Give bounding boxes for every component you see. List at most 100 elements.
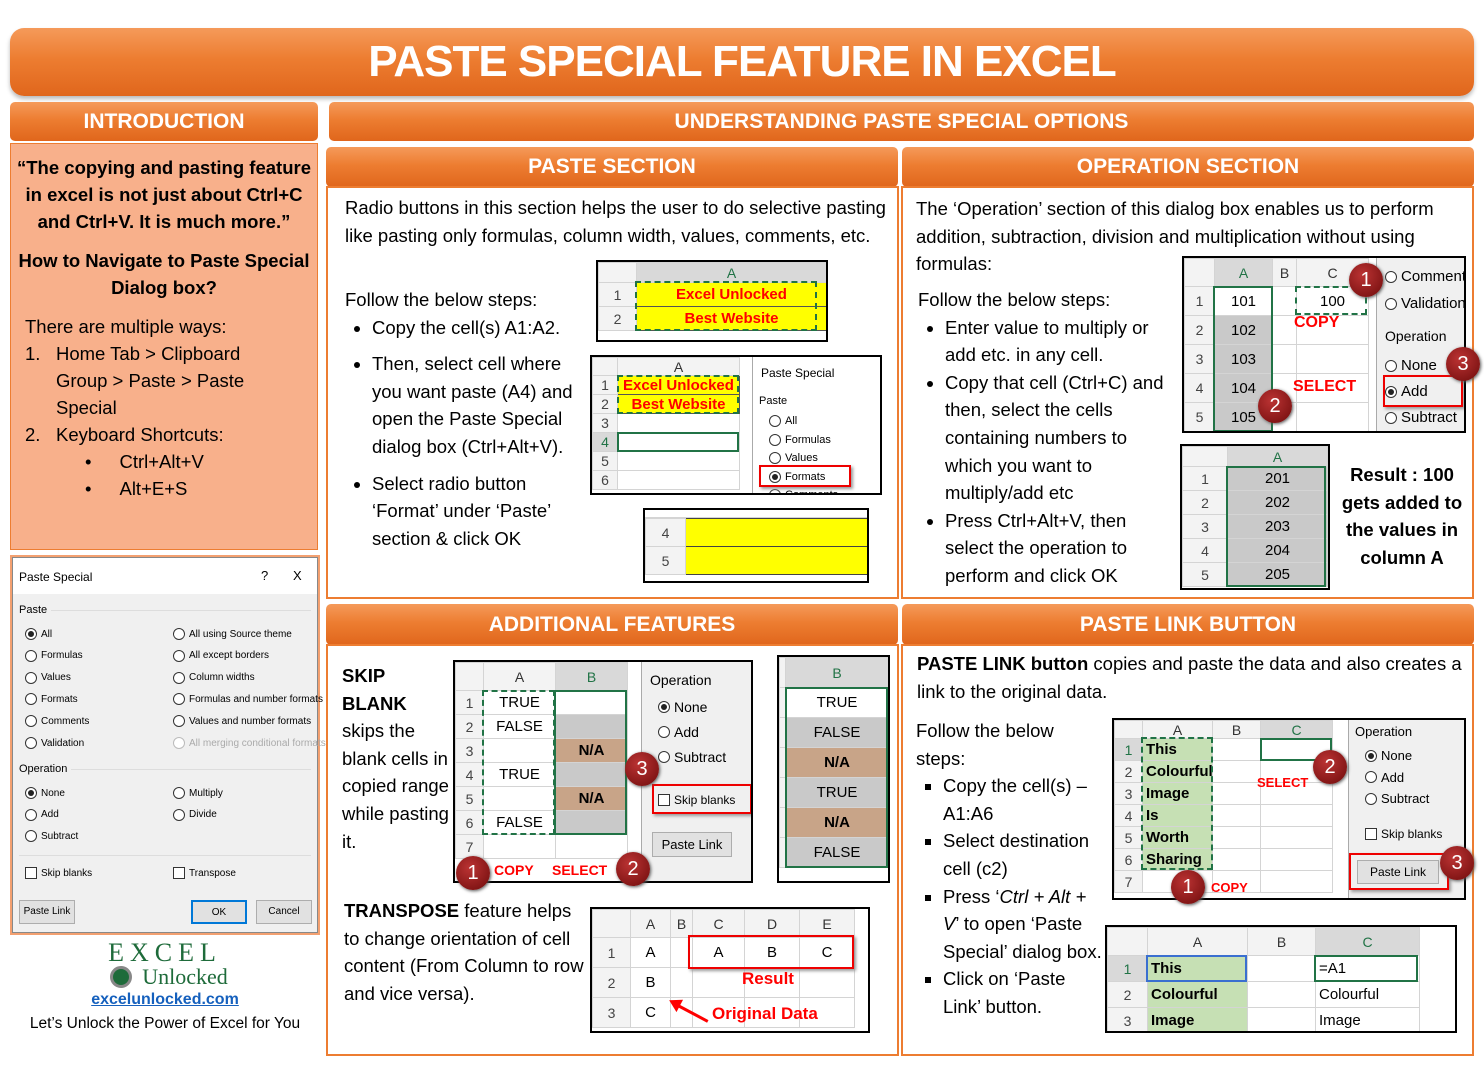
cell: [555, 714, 628, 739]
radio-formats: Formats: [25, 693, 78, 706]
cell: Best Website: [636, 306, 826, 331]
skip-blank-text: skips the blank cells in copied range wh…: [342, 720, 449, 852]
radio-button-icon: [1385, 270, 1397, 283]
row-header: 2: [1114, 760, 1143, 783]
sheet-row: FALSE: [779, 717, 888, 748]
radio-button-icon: [25, 808, 37, 821]
radio-comments: Comments: [25, 715, 89, 728]
cell: [1260, 826, 1333, 849]
cell: N/A: [555, 786, 628, 811]
sheet-row: FALSE: [779, 837, 888, 868]
radio-button-icon: [173, 715, 185, 728]
copy-label: COPY: [1211, 880, 1248, 895]
radio-divide: Divide: [173, 808, 217, 821]
cell: [1296, 402, 1369, 431]
row-header: 4: [592, 432, 618, 452]
column-header: C: [1315, 927, 1420, 956]
row-header: 1: [455, 690, 484, 715]
radio-multiply: Multiply: [173, 787, 223, 799]
cell: TRUE: [785, 777, 888, 808]
select-label: SELECT: [552, 862, 608, 878]
cell: [799, 967, 855, 998]
row-header: 2: [598, 306, 637, 331]
column-header: E: [799, 909, 855, 938]
radio-button-icon: [658, 701, 670, 713]
paste-steps: Follow the below steps: Copy the cell(s)…: [345, 286, 585, 552]
cell: Best Website: [617, 394, 740, 414]
cell: 205: [1227, 562, 1328, 587]
website-link[interactable]: excelunlocked.com: [91, 991, 239, 1008]
close-icon: X: [293, 568, 302, 583]
radio-button-icon: [173, 808, 185, 821]
step-item: Copy the cell(s) – A1:A6: [943, 772, 1102, 827]
cell: [483, 834, 556, 859]
understanding-header: UNDERSTANDING PASTE SPECIAL OPTIONS: [329, 102, 1474, 141]
paste-group-label: Paste: [759, 395, 788, 407]
copy-label: COPY: [494, 862, 534, 878]
cell: [1247, 955, 1316, 982]
step-item: Select destination cell (c2): [943, 827, 1102, 882]
cell: [1272, 344, 1297, 374]
radio-button-icon: [173, 737, 185, 749]
step-item: Click on ‘Paste Link’ button.: [943, 965, 1102, 1020]
select-all-corner: [1182, 446, 1228, 467]
operation-group-label: Operation: [19, 763, 68, 775]
step-badge: 3: [625, 752, 659, 786]
row-header: 6: [592, 470, 618, 490]
cell: FALSE: [785, 837, 888, 868]
cell: This: [1147, 955, 1248, 982]
cell: [555, 810, 628, 835]
cell: [555, 762, 628, 787]
cell: Is: [1142, 804, 1213, 827]
row-header: 4: [455, 762, 484, 787]
radio-add: Add: [658, 724, 699, 740]
operation-group-label: Operation: [1385, 328, 1447, 344]
cell: [1272, 315, 1297, 345]
radio-all-merging-conditional-formats: All merging conditional formats: [173, 737, 326, 749]
radio-button-icon: [769, 433, 781, 446]
select-all-corner: [1107, 927, 1148, 956]
radio-subtract: Subtract: [1365, 791, 1429, 806]
shortcut-item: Ctrl+Alt+V: [119, 451, 204, 472]
sheet-row: N/A: [779, 807, 888, 838]
cell: [1272, 286, 1297, 316]
radio-none: None: [1365, 748, 1412, 763]
help-icon: ?: [261, 568, 269, 583]
radio-button-icon: [173, 671, 185, 684]
radio-validation: Validation: [25, 737, 84, 749]
cell: Image: [1147, 1007, 1248, 1031]
cell: [685, 546, 867, 575]
cell: [799, 997, 855, 1028]
logo-line2: Unlocked: [142, 964, 228, 989]
skip-blanks-checkbox: Skip blanks: [1365, 827, 1442, 841]
transpose-text: feature helps to change orientation of c…: [344, 900, 584, 1004]
page-title: PASTE SPECIAL FEATURE IN EXCEL: [10, 28, 1474, 96]
cell: [617, 451, 740, 471]
cell: =A1: [1315, 955, 1420, 982]
column-header: C: [1260, 720, 1333, 739]
radio-formulas: Formulas: [769, 433, 831, 446]
cell: [1212, 782, 1261, 805]
radio-comments: Comments: [769, 489, 838, 493]
step-item: Press Ctrl+Alt+V, then select the operat…: [945, 507, 1174, 590]
radio-formulas-and-number-formats: Formulas and number formats: [173, 693, 323, 706]
paste-link-button: Paste Link: [19, 900, 75, 924]
